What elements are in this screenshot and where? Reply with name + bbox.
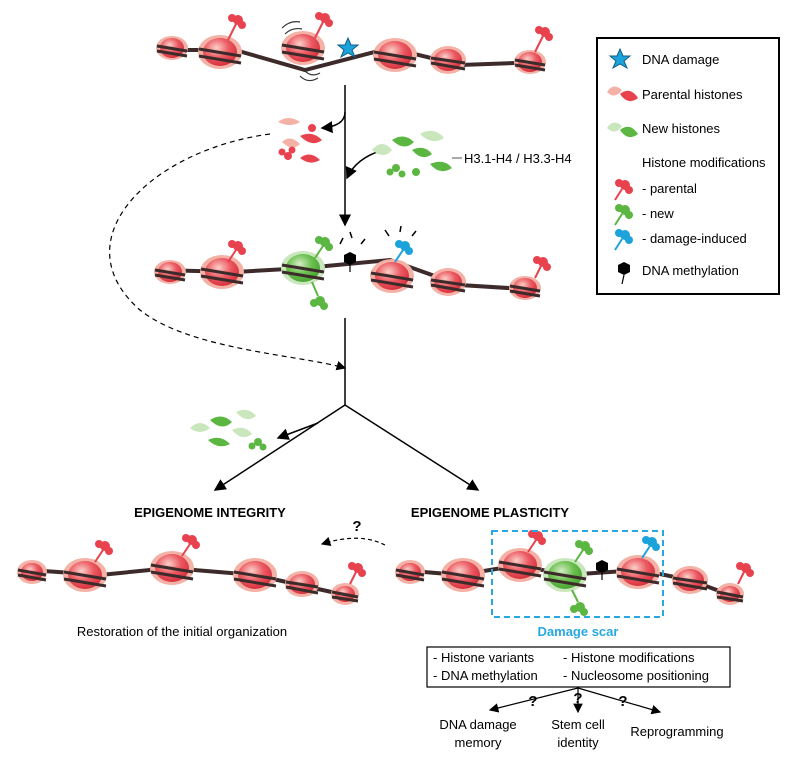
legend-star-icon	[608, 47, 632, 70]
removed-new-histones	[190, 409, 267, 451]
feature-nucleosome-positioning: - Nucleosome positioning	[563, 668, 709, 683]
integrity-branch-arrow	[213, 404, 346, 491]
return-question-mark: ?	[352, 518, 361, 535]
legend-new-mark-icon	[614, 204, 633, 226]
evicted-parental-histones	[278, 118, 322, 163]
feature-dna-methylation: - DNA methylation	[433, 668, 538, 683]
chromatin-fiber-repaired	[154, 225, 551, 310]
legend-methylation-icon	[618, 262, 630, 285]
question-mark-memory: ?	[528, 693, 537, 710]
histone-variant-label: H3.1-H4 / H3.3-H4	[464, 151, 572, 166]
chromatin-fiber-integrity	[17, 534, 366, 605]
outcome-reprogramming: Reprogramming	[630, 724, 723, 739]
question-mark-stem: ?	[573, 690, 582, 707]
feature-histone-variants: - Histone variants	[433, 650, 535, 665]
legend-damage-mark-icon	[614, 229, 633, 251]
outcome-stem-line2: identity	[557, 735, 599, 750]
legend-new-histone-icon	[607, 122, 638, 138]
legend-parental-histones: Parental histones	[642, 87, 743, 102]
damage-scar-box	[491, 530, 664, 618]
legend: DNA damage Parental histones New histone…	[596, 37, 780, 295]
chromatin-fiber-damaged	[156, 12, 553, 82]
new-histones-incoming	[372, 130, 452, 178]
legend-new-histones: New histones	[642, 121, 721, 136]
return-question-arrow	[320, 536, 386, 547]
deposition-arrow	[345, 149, 384, 180]
integrity-caption: Restoration of the initial organization	[77, 624, 287, 639]
scar-features-box	[426, 646, 731, 688]
legend-dna-damage: DNA damage	[642, 52, 719, 67]
question-mark-reprogramming: ?	[618, 693, 627, 710]
legend-histone-modifications: Histone modifications	[642, 155, 766, 170]
parental-recycling-path	[109, 133, 347, 371]
legend-damage-induced: - damage-induced	[642, 231, 747, 246]
legend-dna-methylation: DNA methylation	[642, 263, 739, 278]
removal-arrow	[276, 422, 319, 440]
memory-arrow	[488, 687, 579, 713]
outcome-stem-line1: Stem cell	[551, 717, 605, 732]
feature-histone-modifications: - Histone modifications	[563, 650, 695, 665]
chromatin-fiber-plasticity	[395, 530, 754, 616]
legend-parental-mark-icon	[614, 179, 633, 201]
reprogramming-arrow	[577, 687, 662, 715]
eviction-arrow	[320, 111, 346, 134]
outcome-memory-line1: DNA damage	[439, 717, 516, 732]
plasticity-title: EPIGENOME PLASTICITY	[411, 505, 570, 520]
outcome-memory-line2: memory	[455, 735, 502, 750]
legend-box	[596, 37, 780, 295]
dna-damage-star	[336, 36, 360, 59]
plasticity-branch-arrow	[344, 404, 480, 491]
legend-new: - new	[642, 206, 674, 221]
legend-parental: - parental	[642, 181, 697, 196]
damage-scar-label: Damage scar	[538, 624, 619, 639]
integrity-title: EPIGENOME INTEGRITY	[134, 505, 286, 520]
legend-parental-histone-icon	[607, 86, 638, 102]
